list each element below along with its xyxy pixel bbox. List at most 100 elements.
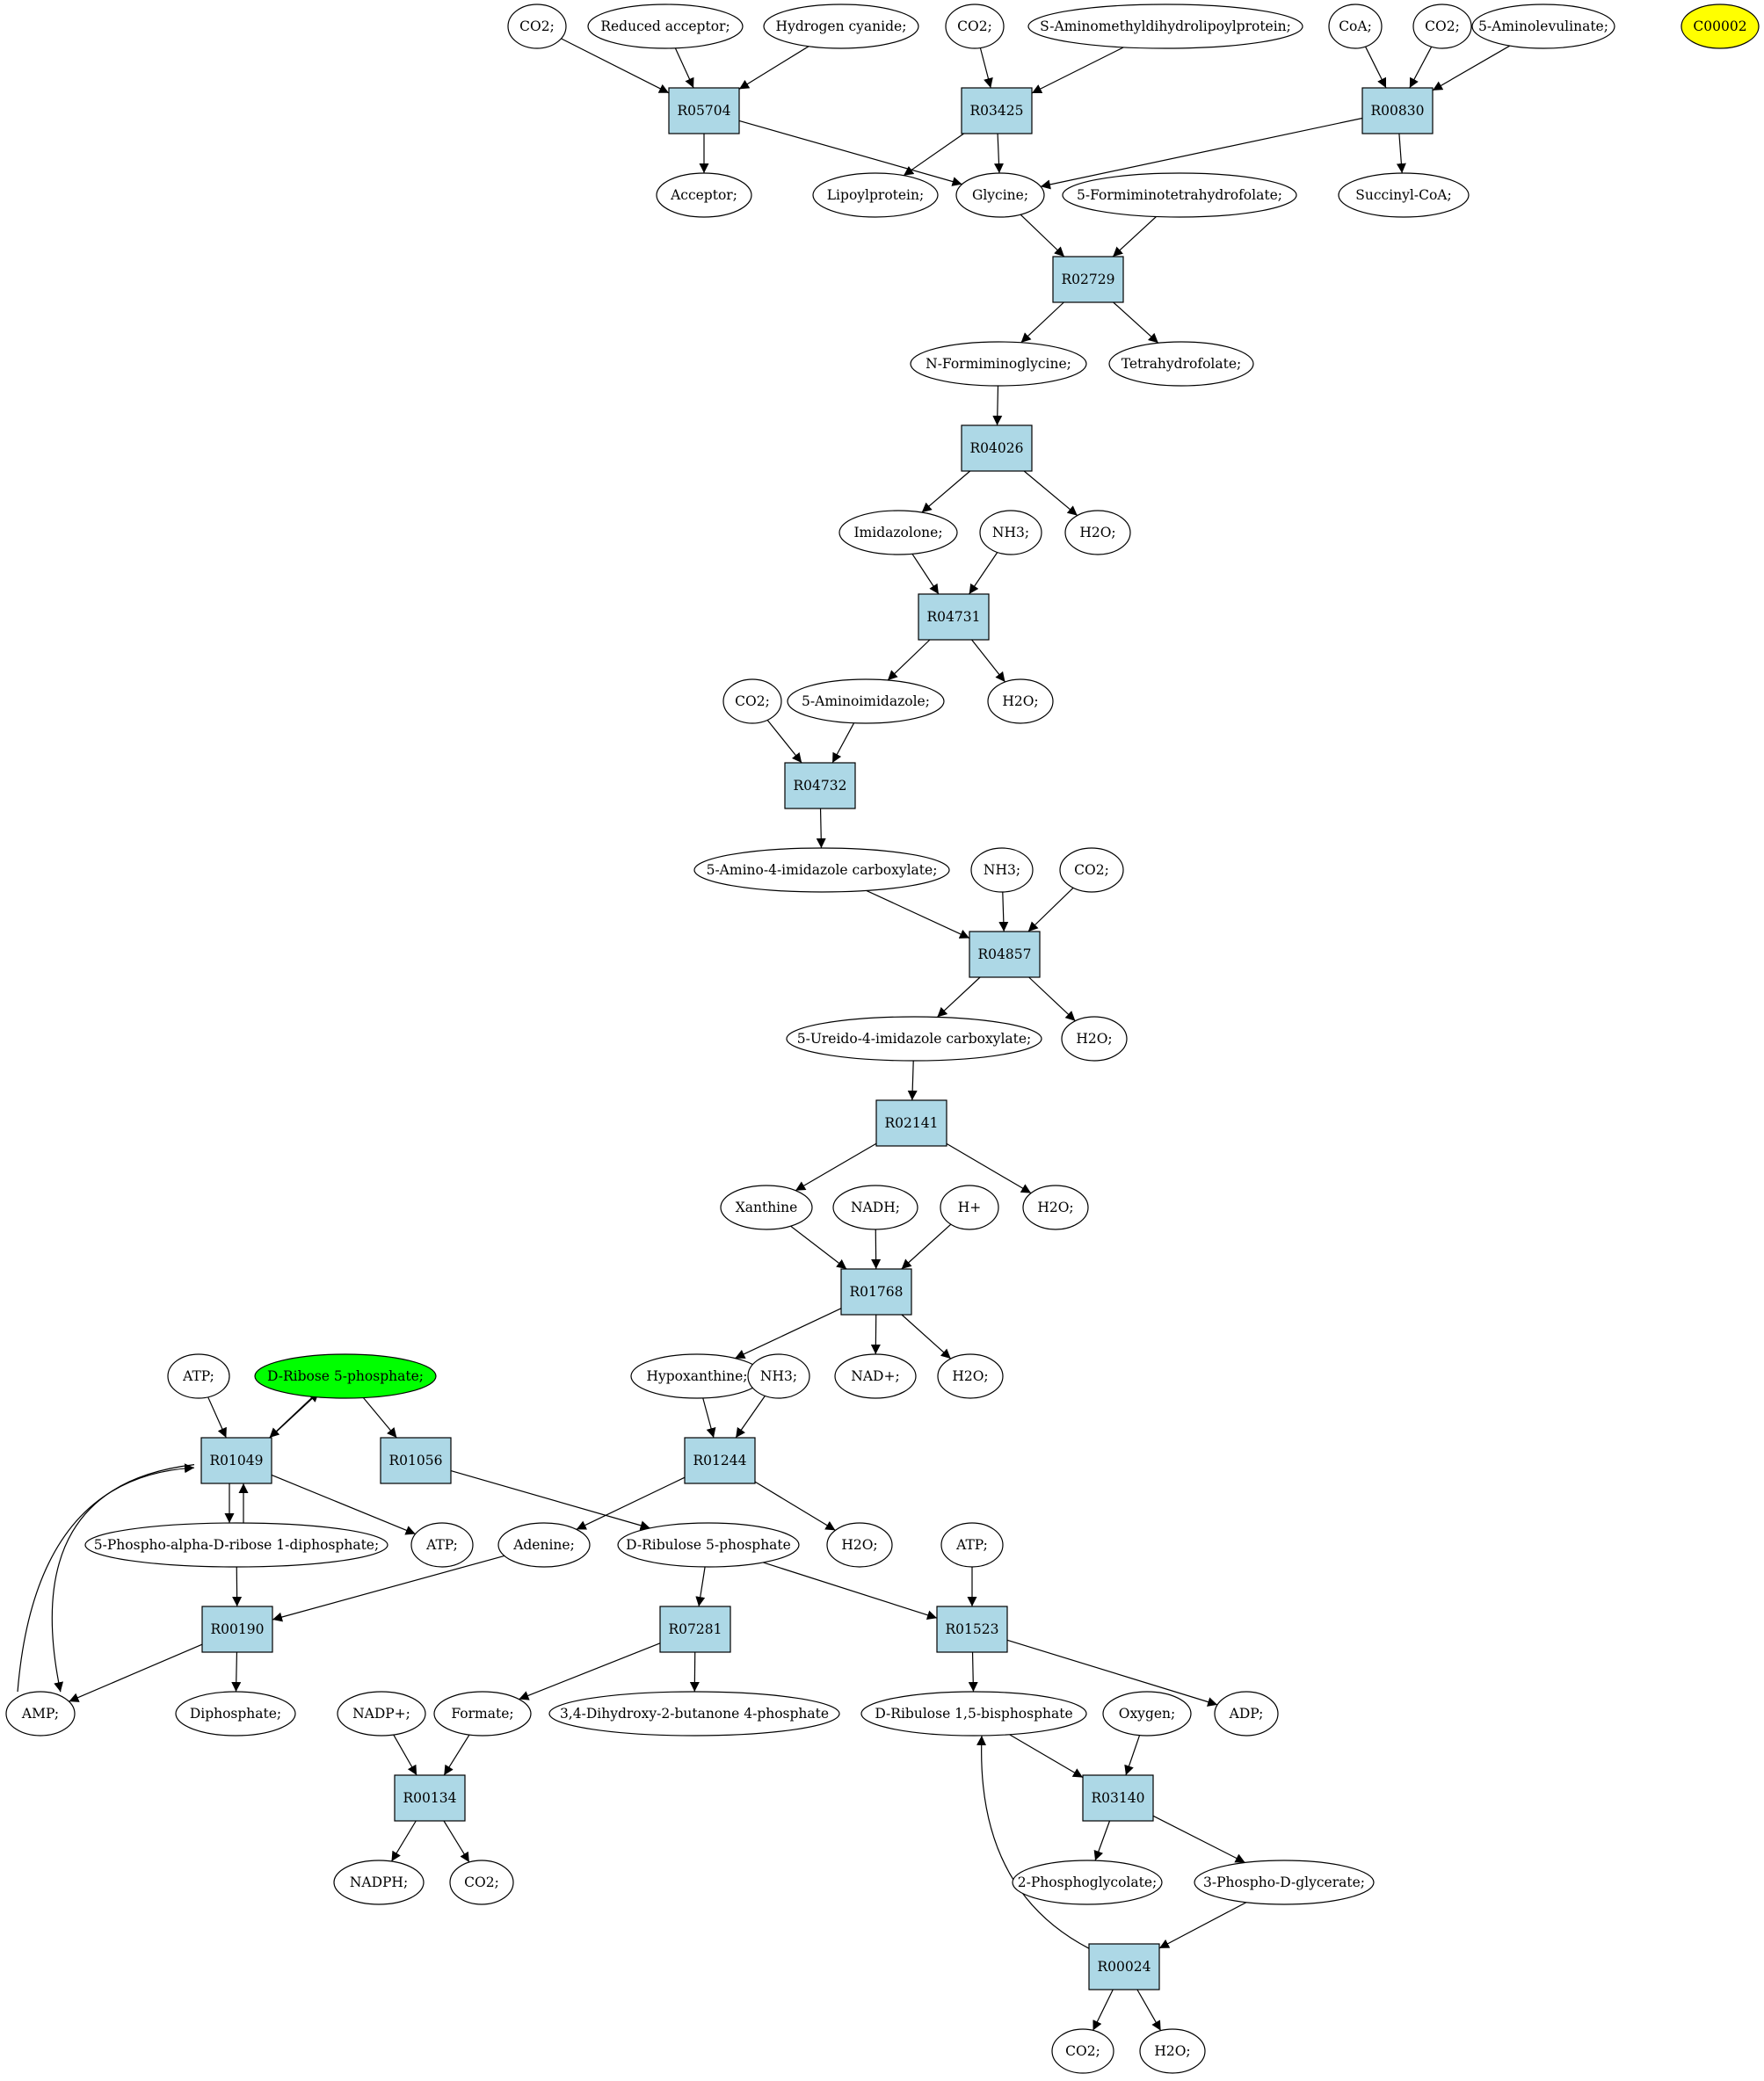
compound-node[interactable]: NADP+;: [338, 1692, 425, 1736]
compound-node[interactable]: Glycine;: [956, 173, 1044, 217]
edge-r_r04026-to-c_h2o_a: [1024, 471, 1078, 516]
compound-node[interactable]: Adenine;: [498, 1523, 590, 1567]
edge-r_r02141-to-c_xan: [795, 1143, 876, 1190]
compound-node[interactable]: 5-Aminolevulinate;: [1472, 4, 1615, 48]
reaction-node[interactable]: R04732: [785, 763, 855, 808]
compound-node[interactable]: 2-Phosphoglycolate;: [1013, 1860, 1162, 1904]
reaction-node[interactable]: R04731: [918, 594, 989, 640]
compound-node[interactable]: CO2;: [508, 4, 566, 48]
compound-node[interactable]: Xanthine: [721, 1186, 812, 1229]
compound-node[interactable]: Reduced acceptor;: [588, 4, 743, 48]
edge-c_ala-to-r_r00830: [1433, 46, 1510, 91]
compound-node[interactable]: NH3;: [980, 511, 1042, 555]
compound-node[interactable]: Hypoxanthine;: [631, 1354, 763, 1398]
reaction-node[interactable]: R01768: [841, 1269, 911, 1315]
start-compound-node[interactable]: D-Ribose 5-phosphate;: [255, 1354, 436, 1398]
reaction-node[interactable]: R07281: [660, 1606, 730, 1652]
reaction-node[interactable]: R02729: [1053, 257, 1123, 302]
reaction-node[interactable]: R01523: [937, 1606, 1007, 1652]
edge-c_nh3_b-to-r_r04857: [1003, 892, 1004, 932]
compound-node[interactable]: NADPH;: [334, 1860, 424, 1904]
compound-node[interactable]: ATP;: [168, 1354, 229, 1398]
reaction-node[interactable]: R04857: [969, 932, 1040, 977]
compound-node[interactable]: ADP;: [1215, 1692, 1278, 1736]
compound-node[interactable]: ATP;: [411, 1523, 473, 1567]
compound-node[interactable]: D-Ribulose 5-phosphate: [618, 1523, 799, 1567]
reaction-node[interactable]: R00134: [395, 1775, 465, 1821]
edge-c_samlp-to-r_r03425: [1032, 47, 1123, 93]
compound-node[interactable]: CO2;: [1052, 2029, 1114, 2073]
compound-node[interactable]: AMP;: [6, 1692, 75, 1736]
compound-node[interactable]: N-Formiminoglycine;: [911, 342, 1086, 386]
compound-node[interactable]: Hydrogen cyanide;: [764, 4, 918, 48]
edge-r_r03140-to-c_2pg: [1095, 1821, 1109, 1860]
edge-r_r04026-to-c_imz: [922, 471, 970, 512]
compound-node[interactable]: CO2;: [1060, 848, 1123, 892]
compound-node[interactable]: Oxygen;: [1103, 1692, 1191, 1736]
edge-r_r04732-to-c_5a4ic: [821, 808, 822, 848]
compound-node[interactable]: H2O;: [1023, 1186, 1088, 1229]
compound-node[interactable]: H2O;: [938, 1354, 1003, 1398]
compound-node[interactable]: 5-Formiminotetrahydrofolate;: [1063, 173, 1296, 217]
compound-node[interactable]: 5-Ureido-4-imidazole carboxylate;: [787, 1017, 1042, 1061]
compound-node[interactable]: NAD+;: [835, 1354, 916, 1398]
compound-node[interactable]: NH3;: [971, 848, 1033, 892]
edge-r_r03140-to-c_3pg: [1153, 1816, 1245, 1862]
edge-c_5ai-to-r_r04732: [832, 723, 854, 763]
compound-node[interactable]: CO2;: [723, 679, 781, 723]
compound-node[interactable]: Imidazolone;: [839, 511, 957, 555]
reaction-node[interactable]: R03425: [962, 88, 1032, 134]
edge-r_r01244-to-c_h2o_f: [755, 1482, 835, 1530]
edge-c_atp_a-to-r_r01049: [208, 1397, 227, 1438]
compound-label: 2-Phosphoglycolate;: [1018, 1874, 1158, 1890]
edge-c_xan-to-r_r01768: [791, 1226, 847, 1269]
compound-node[interactable]: NADH;: [833, 1186, 918, 1229]
reaction-node[interactable]: R03140: [1083, 1775, 1153, 1821]
compound-node[interactable]: H2O;: [1065, 511, 1130, 555]
edge-c_3pg-to-r_r00024: [1159, 1903, 1246, 1948]
compound-node[interactable]: Formate;: [434, 1692, 531, 1736]
compound-label: Glycine;: [972, 187, 1028, 203]
compound-node[interactable]: Acceptor;: [657, 173, 751, 217]
compound-node[interactable]: CoA;: [1329, 4, 1382, 48]
reaction-node[interactable]: R00190: [202, 1606, 272, 1652]
compound-node[interactable]: 5-Aminoimidazole;: [788, 679, 944, 723]
compound-node[interactable]: 3,4-Dihydroxy-2-butanone 4-phosphate: [549, 1692, 839, 1736]
compound-node[interactable]: Lipoylprotein;: [813, 173, 938, 217]
reaction-node[interactable]: R00024: [1089, 1944, 1159, 1990]
reaction-node[interactable]: R05704: [669, 88, 739, 134]
edge-c_co2_d-to-r_r04732: [767, 720, 802, 763]
compound-node[interactable]: Succinyl-CoA;: [1339, 173, 1469, 217]
compound-node[interactable]: CO2;: [1413, 4, 1471, 48]
compound-node[interactable]: H+: [940, 1186, 998, 1229]
compound-node[interactable]: CO2;: [450, 1860, 513, 1904]
compound-node[interactable]: H2O;: [988, 679, 1053, 723]
target-compound-node[interactable]: C00002: [1681, 4, 1759, 48]
compound-node[interactable]: H2O;: [1140, 2029, 1205, 2073]
reaction-node[interactable]: R02141: [876, 1100, 947, 1146]
compound-node[interactable]: 5-Amino-4-imidazole carboxylate;: [694, 848, 949, 892]
compound-node[interactable]: H2O;: [827, 1523, 892, 1567]
compound-node[interactable]: 3-Phospho-D-glycerate;: [1194, 1860, 1374, 1904]
compound-node[interactable]: S-Aminomethyldihydrolipoylprotein;: [1028, 4, 1303, 48]
compound-label: CO2;: [735, 693, 770, 709]
reaction-node[interactable]: R01056: [381, 1438, 451, 1483]
compound-node[interactable]: ATP;: [941, 1523, 1003, 1567]
reaction-node[interactable]: R01049: [201, 1438, 272, 1483]
reaction-node[interactable]: R00830: [1362, 88, 1433, 134]
compound-label: 5-Amino-4-imidazole carboxylate;: [707, 862, 938, 878]
compound-node[interactable]: D-Ribulose 1,5-bisphosphate: [861, 1692, 1086, 1736]
edge-r_r01049-to-c_r5p: [270, 1392, 319, 1438]
reaction-node[interactable]: R01244: [685, 1438, 755, 1483]
compound-node[interactable]: H2O;: [1062, 1017, 1127, 1061]
compound-label: ATP;: [955, 1537, 988, 1553]
compound-node[interactable]: Tetrahydrofolate;: [1109, 342, 1253, 386]
compound-label: CO2;: [519, 18, 555, 34]
compound-node[interactable]: NH3;: [748, 1354, 809, 1398]
compound-node[interactable]: Diphosphate;: [176, 1692, 295, 1736]
reaction-label: R00830: [1371, 103, 1425, 119]
reaction-node[interactable]: R04026: [962, 425, 1032, 471]
compound-node[interactable]: CO2;: [946, 4, 1004, 48]
compound-node[interactable]: 5-Phospho-alpha-D-ribose 1-diphosphate;: [85, 1523, 388, 1567]
